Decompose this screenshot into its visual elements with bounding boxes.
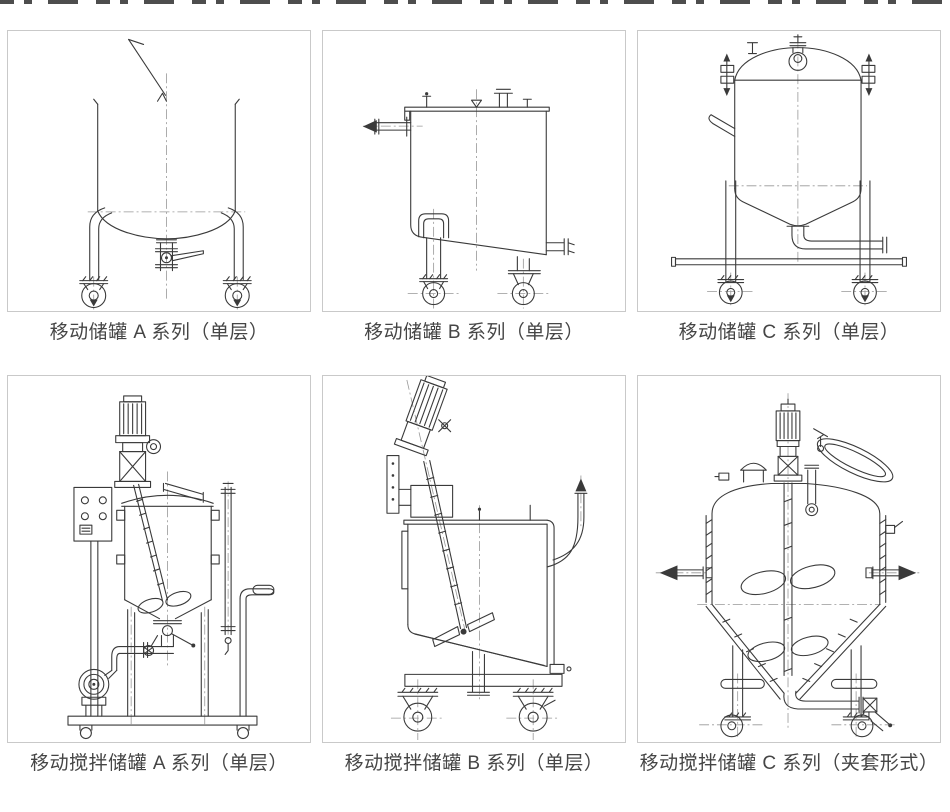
storage-tank-a-diagram <box>79 38 252 310</box>
mixing-tank-b-diagram <box>386 376 588 741</box>
figure-caption: 移动搅拌储罐 B 系列（单层） <box>344 753 604 774</box>
catalog-cell-tank-a: 移动储罐 A 系列（单层） <box>7 30 311 345</box>
figure-caption: 移动搅拌储罐 A 系列（单层） <box>30 753 288 774</box>
catalog-cell-mixing-tank-b: 移动搅拌储罐 B 系列（单层） <box>322 375 626 776</box>
mixing-tank-a-figure <box>7 375 311 743</box>
catalog-cell-tank-b: 移动储罐 B 系列（单层） <box>322 30 626 345</box>
storage-tank-b-diagram <box>362 88 575 309</box>
cropped-content-strip <box>0 0 950 4</box>
catalog-row-2: 移动搅拌储罐 A 系列（单层） <box>7 375 941 776</box>
catalog-cell-tank-c: 移动储罐 C 系列（单层） <box>637 30 941 345</box>
catalog-row-1: 移动储罐 A 系列（单层） <box>7 30 941 345</box>
figure-caption: 移动储罐 B 系列（单层） <box>364 322 584 343</box>
catalog-cell-mixing-tank-a: 移动搅拌储罐 A 系列（单层） <box>7 375 311 776</box>
figure-caption: 移动储罐 A 系列（单层） <box>49 322 269 343</box>
mixing-tank-c-diagram <box>655 393 923 739</box>
figure-caption: 移动储罐 C 系列（单层） <box>678 322 900 343</box>
mixing-tank-c-figure <box>637 375 941 743</box>
storage-tank-c-diagram <box>671 34 907 308</box>
mixing-tank-b-figure <box>322 375 626 743</box>
storage-tank-a-figure <box>7 30 311 312</box>
storage-tank-c-figure <box>637 30 941 312</box>
storage-tank-b-figure <box>322 30 626 312</box>
figure-caption: 移动搅拌储罐 C 系列（夹套形式） <box>639 753 939 774</box>
mixing-tank-a-diagram <box>67 395 275 740</box>
catalog-cell-mixing-tank-c: 移动搅拌储罐 C 系列（夹套形式） <box>637 375 941 776</box>
